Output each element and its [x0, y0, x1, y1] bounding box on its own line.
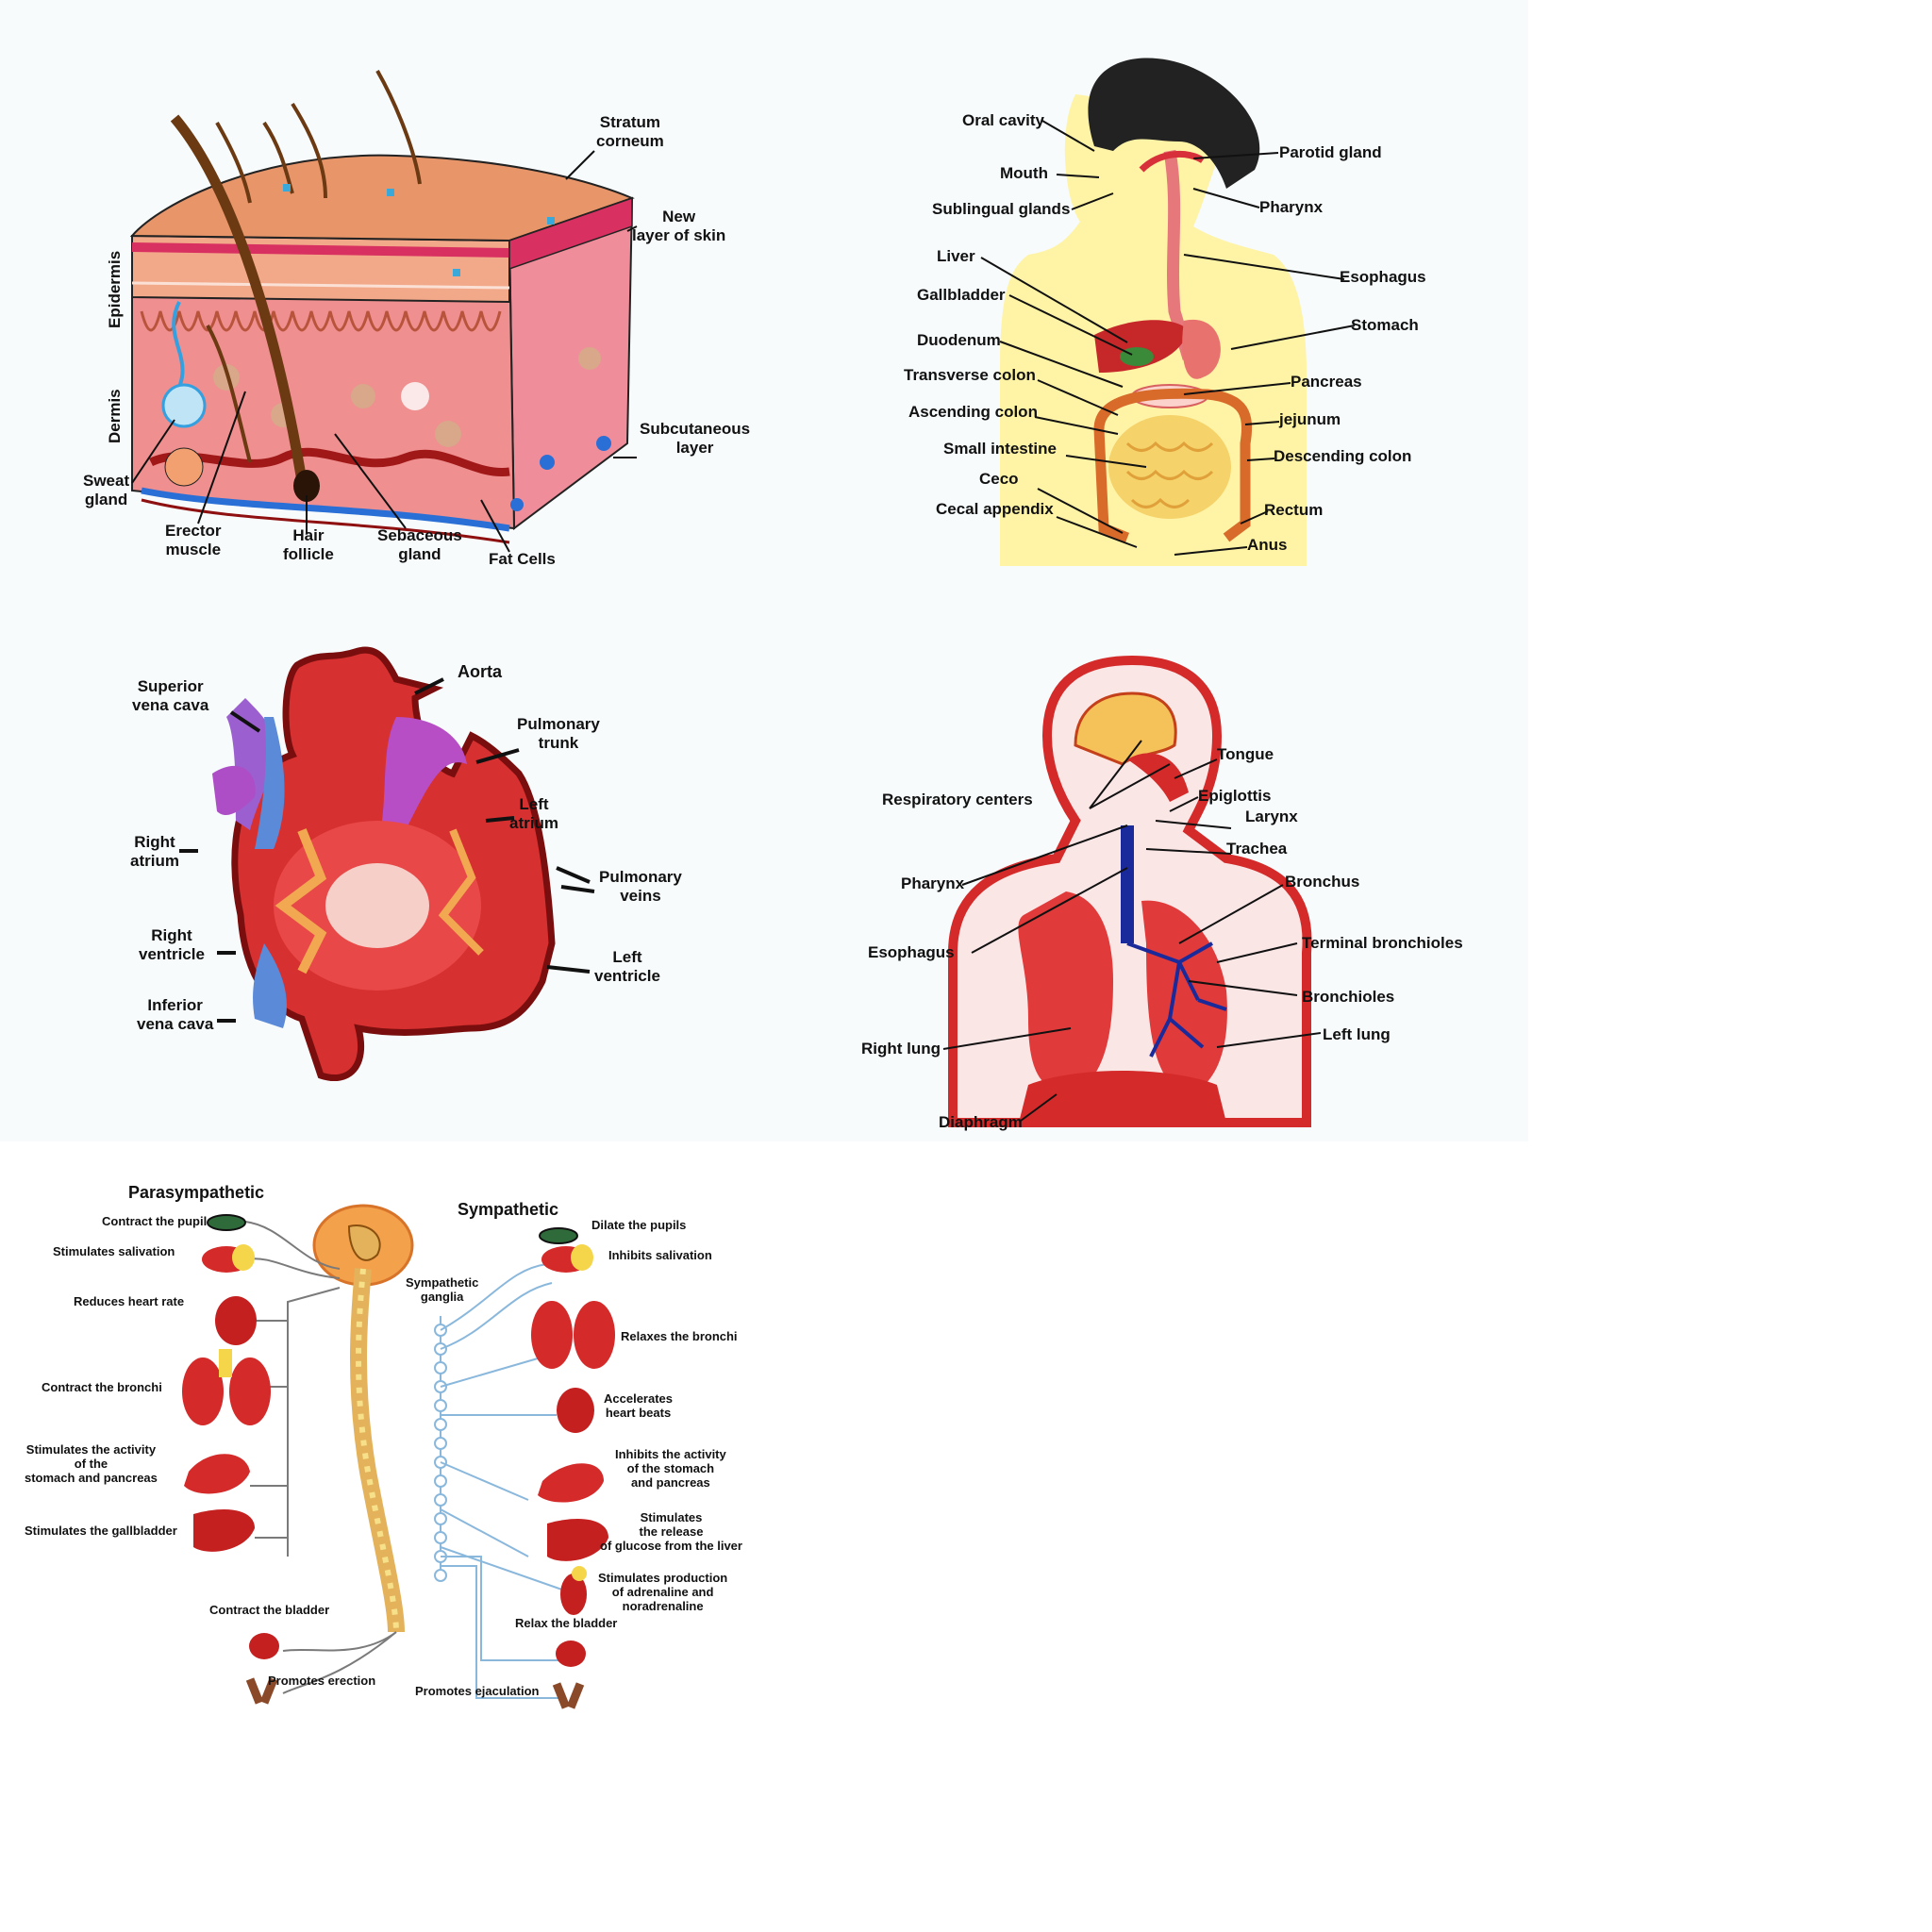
descending-colon-label: Descending colon	[1274, 447, 1412, 465]
left-ventricle-label: Left ventricle	[594, 948, 660, 985]
relax-bladder-label: Relax the bladder	[515, 1616, 618, 1630]
respiratory-system	[942, 655, 1322, 1127]
stimulates-stomach-label: Stimulates the activity of the stomach a…	[25, 1442, 158, 1485]
small-intestine-label: Small intestine	[943, 440, 1057, 458]
respiratory-pharynx-label: Pharynx	[901, 874, 965, 892]
diaphragm-label: Diaphragm	[939, 1113, 1023, 1131]
inhibits-salivation-label: Inhibits salivation	[608, 1248, 712, 1262]
erector-muscle-label: Erector muscle	[165, 522, 222, 558]
superior-vena-cava-label: Superior vena cava	[132, 677, 209, 714]
gallbladder-label: Gallbladder	[917, 286, 1006, 304]
ceco-label: Ceco	[979, 470, 1019, 488]
promotes-ejaculation-label: Promotes ejaculation	[415, 1684, 540, 1698]
dermis-label: Dermis	[106, 389, 124, 443]
sympathetic-title: Sympathetic	[458, 1200, 559, 1219]
relaxes-bronchi-label: Relaxes the bronchi	[621, 1329, 738, 1343]
hair-follicle-label: Hair follicle	[283, 526, 334, 563]
jejunum-label: jejunum	[1279, 410, 1341, 428]
sebaceous-gland-label: Sebaceous gland	[377, 526, 462, 563]
contract-bladder-label: Contract the bladder	[209, 1603, 330, 1617]
transverse-colon-label: Transverse colon	[904, 366, 1036, 384]
heart	[179, 646, 595, 1082]
promotes-erection-label: Promotes erection	[268, 1674, 376, 1688]
right-atrium-label: Right atrium	[130, 833, 179, 870]
autonomic-nervous-system	[182, 1204, 615, 1709]
new-layer-label: New layer of skin	[632, 208, 726, 244]
rectum-label: Rectum	[1264, 501, 1324, 519]
left-atrium-label: Left atrium	[509, 795, 558, 832]
duodenum-label: Duodenum	[917, 331, 1001, 349]
oral-cavity-label: Oral cavity	[962, 111, 1044, 129]
stratum-corneum-label: Stratum corneum	[596, 113, 664, 150]
larynx-label: Larynx	[1245, 808, 1298, 825]
bronchioles-label: Bronchioles	[1302, 988, 1395, 1006]
sublingual-glands-label: Sublingual glands	[932, 200, 1071, 218]
bronchus-label: Bronchus	[1285, 873, 1360, 891]
dilate-pupils-label: Dilate the pupils	[591, 1218, 687, 1232]
sweat-gland-label: Sweat gland	[83, 472, 130, 508]
right-lung-label: Right lung	[861, 1040, 941, 1058]
pharynx-label: Pharynx	[1259, 198, 1324, 216]
stimulates-gallbladder-label: Stimulates the gallbladder	[25, 1524, 177, 1538]
trachea-label: Trachea	[1226, 840, 1288, 858]
left-lung-label: Left lung	[1323, 1025, 1391, 1043]
epidermis-label: Epidermis	[106, 250, 124, 328]
inhibits-stomach-label: Inhibits the activity of the stomach and…	[615, 1447, 726, 1490]
liver-label: Liver	[937, 247, 975, 265]
diagram-sheet: Epidermis Dermis Stratum corneum New lay…	[0, 0, 1528, 1709]
tongue-label: Tongue	[1217, 745, 1274, 763]
sympathetic-ganglia-label: Sympathetic ganglia	[406, 1275, 479, 1304]
contract-bronchi-label: Contract the bronchi	[42, 1380, 162, 1394]
pancreas-label: Pancreas	[1291, 373, 1362, 391]
pulmonary-trunk-label: Pulmonary trunk	[517, 715, 600, 752]
accelerates-heart-label: Accelerates heart beats	[604, 1391, 673, 1420]
mouth-label: Mouth	[1000, 164, 1048, 182]
respiratory-esophagus-label: Esophagus	[868, 943, 955, 961]
pulmonary-veins-label: Pulmonary veins	[599, 868, 682, 905]
terminal-bronchioles-label: Terminal bronchioles	[1302, 934, 1463, 952]
parasympathetic-title: Parasympathetic	[128, 1183, 265, 1202]
stimulates-salivation-label: Stimulates salivation	[53, 1244, 175, 1258]
ascending-colon-label: Ascending colon	[908, 403, 1038, 421]
epiglottis-label: Epiglottis	[1198, 787, 1272, 805]
anus-label: Anus	[1247, 536, 1288, 554]
skin-cross-section	[129, 70, 638, 553]
cecal-appendix-label: Cecal appendix	[936, 500, 1054, 518]
adrenaline-label: Stimulates production of adrenaline and …	[598, 1571, 728, 1613]
anatomy-drawings	[129, 58, 1356, 1709]
stomach-label: Stomach	[1351, 316, 1419, 334]
fat-cells-label: Fat Cells	[489, 550, 556, 568]
aorta-label: Aorta	[458, 662, 503, 681]
right-ventricle-label: Right ventricle	[139, 926, 205, 963]
digestive-system	[980, 58, 1356, 566]
subcutaneous-layer-label: Subcutaneous layer	[640, 420, 751, 457]
esophagus-label: Esophagus	[1340, 268, 1426, 286]
inferior-vena-cava-label: Inferior vena cava	[137, 996, 214, 1033]
glucose-release-label: Stimulates the release of glucose from t…	[600, 1510, 742, 1553]
contract-pupil-label: Contract the pupil	[102, 1214, 208, 1228]
parotid-gland-label: Parotid gland	[1279, 143, 1382, 161]
respiratory-centers-label: Respiratory centers	[882, 791, 1033, 808]
reduces-heart-rate-label: Reduces heart rate	[74, 1294, 185, 1308]
